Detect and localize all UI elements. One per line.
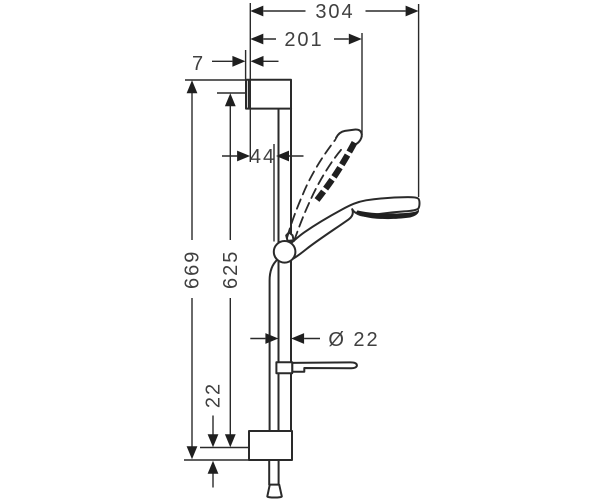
wall-bracket-top <box>245 78 292 110</box>
dimension-669-arrow-top <box>186 80 198 94</box>
dimension-dia22-arrow-right <box>291 333 305 344</box>
soap-dish-arm <box>291 361 358 373</box>
hand-shower-spray-face <box>356 208 419 220</box>
hand-shower-alternate-position <box>286 128 363 242</box>
dimension-bar-diameter: Ø 22 <box>250 329 379 351</box>
shower-slide-bar-set <box>245 78 421 499</box>
dimension-22-arrow-bottom <box>207 460 219 474</box>
wall-bar <box>277 107 292 432</box>
dimension-625-arrow-top <box>224 93 236 107</box>
hose-curve <box>268 258 279 432</box>
dimension-44-arrow-left <box>237 150 251 162</box>
dimension-bar-height: 625 <box>220 93 242 448</box>
holder-pivot-knob <box>272 240 297 264</box>
dimension-overall-width: 304 <box>250 1 419 23</box>
dimension-22-label: 22 <box>203 382 225 408</box>
hand-shower <box>287 196 421 260</box>
dimension-44-arrow-right <box>276 150 289 162</box>
alt-position-head-tip <box>335 128 363 147</box>
dimension-625-arrow-bottom <box>224 434 236 448</box>
alt-position-spray-face <box>314 141 358 202</box>
dimension-304-arrow-left <box>250 5 264 17</box>
dimension-overall-height: 669 <box>182 80 204 460</box>
dimension-669-arrow-bottom <box>186 446 198 460</box>
dimension-7-arrow-right <box>250 55 264 67</box>
dimension-304-arrow-right <box>405 5 419 17</box>
dimension-wall-offset: 7 <box>192 53 279 75</box>
dimension-669-label: 669 <box>182 250 204 289</box>
hand-shower-body <box>287 196 421 260</box>
dimension-22-arrow-top <box>207 434 219 448</box>
wall-bracket-bottom <box>248 430 293 461</box>
dimension-dia22-arrow-left <box>265 333 279 344</box>
dimension-201-arrow-left <box>250 33 264 45</box>
wall-bracket-top-body <box>245 78 292 110</box>
soap-dish-collar <box>275 361 294 375</box>
hose-end-fitting <box>266 483 283 499</box>
dimension-annotations: 304 201 7 44 Ø 22 <box>182 1 420 488</box>
dimension-7-label: 7 <box>192 53 205 75</box>
dimension-7-arrow-left <box>232 55 246 67</box>
dimension-44-label: 44 <box>250 146 276 168</box>
soap-dish <box>275 361 358 375</box>
dimension-625-label: 625 <box>220 250 242 289</box>
dimension-bottom-offset: 22 <box>203 382 225 488</box>
dimension-304-label: 304 <box>315 1 354 23</box>
extension-lines <box>184 3 420 461</box>
dimension-handshower-reach: 201 <box>250 29 362 51</box>
shower-hose <box>266 258 283 499</box>
alt-position-outer-dashed-line <box>286 138 337 239</box>
dimension-201-label: 201 <box>284 29 323 51</box>
dimension-dia22-label: Ø 22 <box>328 329 379 351</box>
dimension-201-arrow-right <box>348 33 362 45</box>
